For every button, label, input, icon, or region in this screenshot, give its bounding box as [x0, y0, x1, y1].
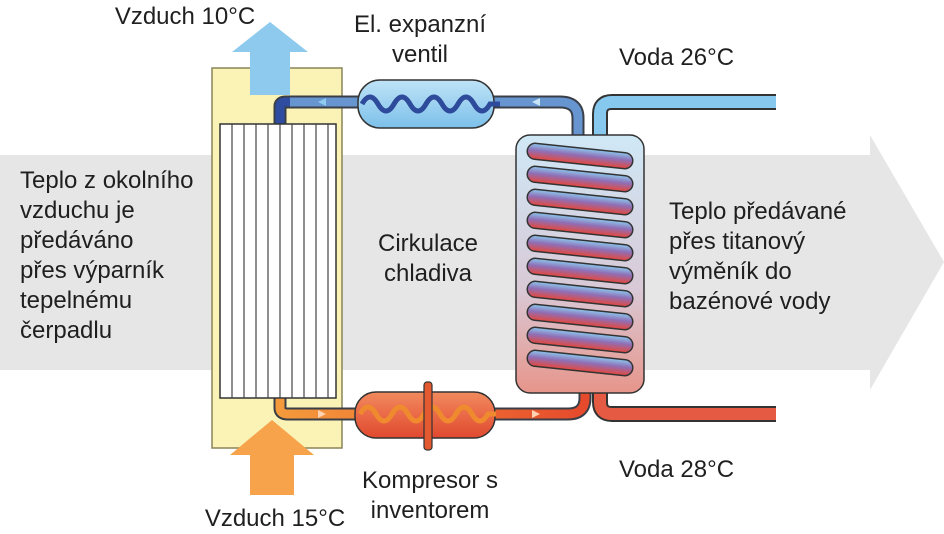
- center-description: Cirkulace chladiva: [377, 230, 479, 287]
- water-in-label: Voda 28°C: [619, 456, 735, 483]
- expansion-valve: [357, 79, 500, 129]
- left-description: Teplo z okolního vzduchu je předáváno př…: [20, 167, 194, 344]
- titanium-heat-exchanger: [515, 134, 645, 394]
- warm-air-in-arrow: [230, 420, 314, 495]
- air-out-label: Vzduch 10°C: [114, 3, 256, 30]
- cold-air-out-arrow: [232, 22, 308, 95]
- air-in-label: Vzduch 15°C: [204, 505, 346, 532]
- compressor: [354, 381, 496, 451]
- compressor-label: Kompresor s inventorem: [361, 467, 499, 524]
- water-out-label: Voda 26°C: [619, 44, 735, 71]
- expansion-valve-label: El. expanzní ventil: [353, 11, 487, 68]
- evaporator-fins: [219, 123, 337, 399]
- right-description: Teplo předávané přes titanový výměník do…: [669, 198, 847, 315]
